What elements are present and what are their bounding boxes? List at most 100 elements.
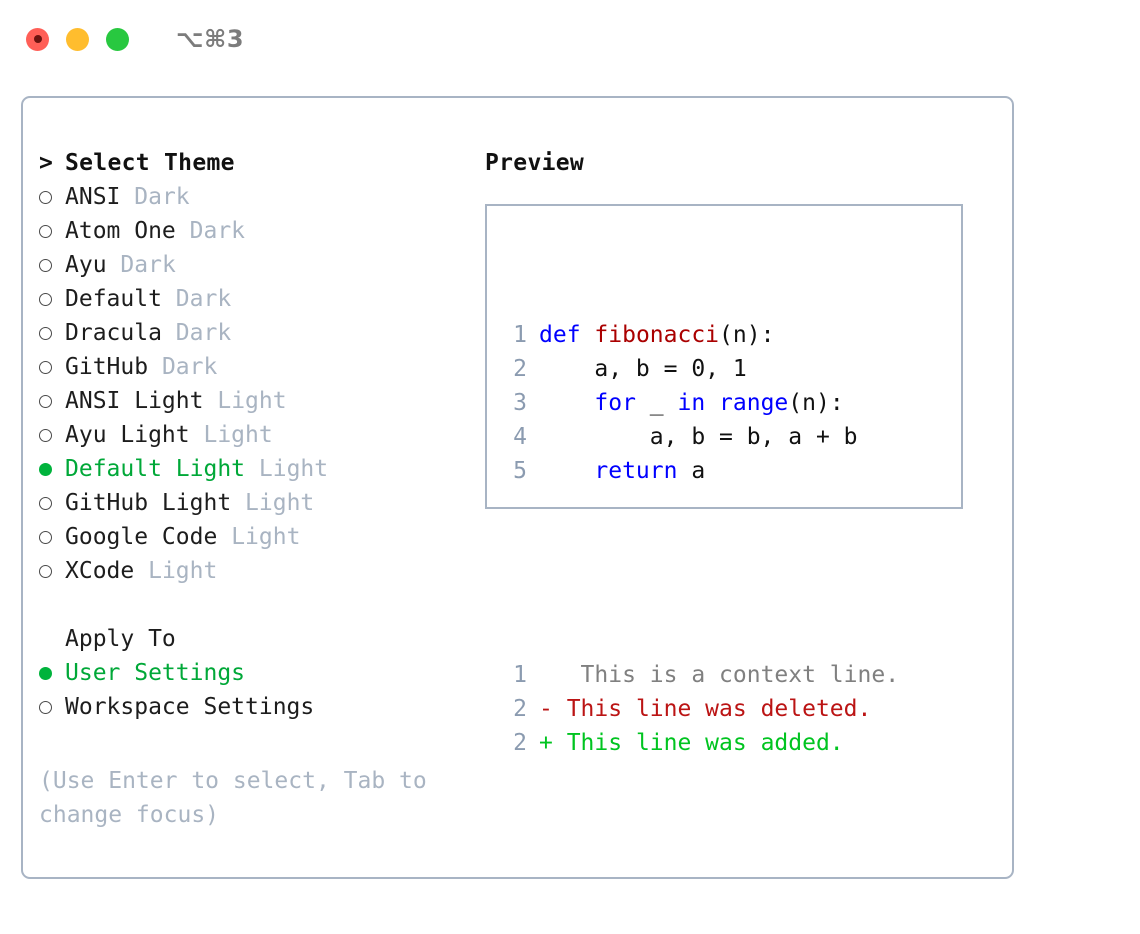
code-line-number: 5 xyxy=(513,458,527,484)
code-line-number: 1 xyxy=(513,322,527,348)
diff-prefix-symbol: + xyxy=(539,730,553,756)
radio-unselected-icon[interactable] xyxy=(39,351,65,385)
code-line-number: 4 xyxy=(513,424,527,450)
theme-option-row[interactable]: Ayu Dark xyxy=(39,248,489,282)
label-gap xyxy=(203,384,217,418)
radio-unselected-icon[interactable] xyxy=(39,555,65,589)
radio-unselected-icon[interactable] xyxy=(39,487,65,521)
theme-category-tag: Dark xyxy=(120,252,176,278)
diff-prefix-symbol xyxy=(539,662,553,688)
theme-option-label: Default Light xyxy=(65,456,246,482)
theme-option-row[interactable]: Default Dark xyxy=(39,282,489,316)
code-line-number: 2 xyxy=(513,356,527,382)
radio-dot xyxy=(39,497,52,510)
close-button-icon[interactable] xyxy=(26,27,49,51)
diff-line-number: 2 xyxy=(513,730,527,756)
theme-option-row[interactable]: Atom One Dark xyxy=(39,214,489,248)
apply-to-header: Apply To xyxy=(39,622,489,656)
theme-option-row[interactable]: GitHub Dark xyxy=(39,350,489,384)
radio-unselected-icon[interactable] xyxy=(39,283,65,317)
code-line: 3 for _ in range(n): xyxy=(503,386,899,420)
theme-option-row[interactable]: Google Code Light xyxy=(39,520,489,554)
radio-unselected-icon[interactable] xyxy=(39,521,65,555)
theme-option-row[interactable]: XCode Light xyxy=(39,554,489,588)
code-token: (n): xyxy=(788,390,844,416)
theme-option-row[interactable]: Dracula Dark xyxy=(39,316,489,350)
radio-selected-icon[interactable] xyxy=(39,453,65,487)
radio-dot xyxy=(39,361,52,374)
theme-option-label: Google Code xyxy=(65,524,218,550)
radio-unselected-icon[interactable] xyxy=(39,215,65,249)
theme-option-row[interactable]: Ayu Light Light xyxy=(39,418,489,452)
code-token: a, b = 0, 1 xyxy=(539,356,747,382)
radio-unselected-icon[interactable] xyxy=(39,181,65,215)
theme-option-label: Ayu Light xyxy=(65,422,190,448)
theme-category-tag: Dark xyxy=(134,184,190,210)
preview-column: Preview xyxy=(485,146,985,180)
theme-category-tag: Light xyxy=(245,490,315,516)
radio-unselected-icon[interactable] xyxy=(39,419,65,453)
zoom-button-icon[interactable] xyxy=(106,27,129,51)
radio-dot xyxy=(39,259,52,272)
theme-option-label: Atom One xyxy=(65,218,176,244)
traffic-light-group xyxy=(26,27,129,51)
diff-line: 1 This is a context line. xyxy=(503,658,899,692)
theme-option-label: XCode xyxy=(65,558,135,584)
preview-title: Preview xyxy=(485,150,585,176)
diff-line-group: 1 This is a context line.2- This line wa… xyxy=(503,658,899,760)
label-gap xyxy=(162,316,176,350)
radio-unselected-icon[interactable] xyxy=(39,317,65,351)
theme-category-tag: Light xyxy=(258,456,329,482)
radio-unselected-icon[interactable] xyxy=(39,691,65,725)
label-gap xyxy=(162,282,176,316)
theme-option-row[interactable]: ANSI Dark xyxy=(39,180,489,214)
code-token: a xyxy=(677,458,706,484)
code-token: range xyxy=(719,390,789,416)
apply-to-marker-spacer xyxy=(39,622,65,656)
label-gap xyxy=(231,486,245,520)
radio-dot xyxy=(39,565,52,578)
theme-option-label: GitHub xyxy=(65,354,149,380)
code-line-number: 3 xyxy=(513,390,527,416)
apply-to-option-row[interactable]: Workspace Settings xyxy=(39,690,489,724)
label-gap xyxy=(217,520,231,554)
apply-to-option-row[interactable]: User Settings xyxy=(39,656,489,690)
theme-option-label: ANSI Light xyxy=(65,388,204,414)
list-spacer xyxy=(39,588,489,622)
radio-dot xyxy=(39,225,52,238)
label-gap xyxy=(190,418,204,452)
diff-line: 2- This line was deleted. xyxy=(503,692,899,726)
keyboard-hint-text: (Use Enter to select, Tab to change focu… xyxy=(39,768,441,828)
theme-option-label: ANSI xyxy=(65,184,121,210)
code-token: return xyxy=(594,458,678,484)
radio-selected-icon[interactable] xyxy=(39,657,65,691)
radio-dot xyxy=(39,463,52,476)
theme-category-tag: Dark xyxy=(175,286,232,312)
theme-category-tag: Light xyxy=(231,524,301,550)
radio-dot xyxy=(39,531,52,544)
radio-dot xyxy=(39,395,52,408)
theme-option-row[interactable]: ANSI Light Light xyxy=(39,384,489,418)
code-token: for xyxy=(594,390,636,416)
theme-option-row[interactable]: Default Light Light xyxy=(39,452,489,486)
diff-line: 2+ This line was added. xyxy=(503,726,899,760)
label-gap xyxy=(245,452,259,486)
radio-dot xyxy=(39,293,52,306)
diff-line-text: This line was deleted. xyxy=(552,696,872,722)
radio-dot xyxy=(39,701,52,714)
radio-unselected-icon[interactable] xyxy=(39,249,65,283)
label-gap xyxy=(176,214,190,248)
diff-line-number: 1 xyxy=(513,662,527,688)
theme-option-label: Ayu xyxy=(65,252,107,278)
code-token: _ xyxy=(635,390,678,416)
theme-category-tag: Dark xyxy=(161,354,218,380)
caret-icon: > xyxy=(39,150,53,176)
theme-option-row[interactable]: GitHub Light Light xyxy=(39,486,489,520)
minimize-button-icon[interactable] xyxy=(66,27,89,51)
label-gap xyxy=(148,350,162,384)
radio-unselected-icon[interactable] xyxy=(39,385,65,419)
